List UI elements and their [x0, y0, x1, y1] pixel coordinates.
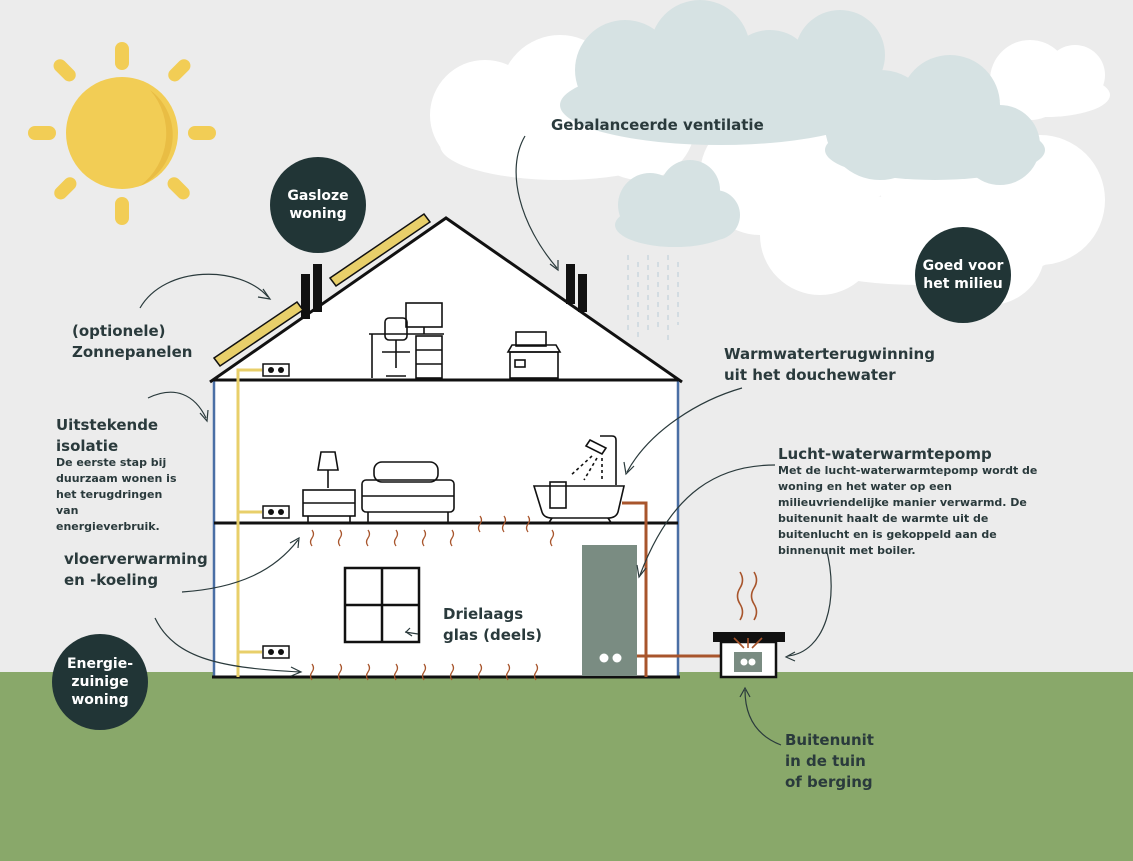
triple-glass-label: Drielaags glas (deels) [443, 604, 542, 646]
label-line: Gebalanceerde ventilatie [551, 116, 764, 134]
gasless-home-badge: Gasloze woning [270, 157, 366, 253]
ventilation-label: Gebalanceerde ventilatie [551, 115, 764, 136]
badge-text: Energie- [66, 656, 134, 672]
label-line: uit het douchewater [724, 366, 896, 384]
label-line: Uitstekende [56, 416, 159, 434]
label-line: glas (deels) [443, 626, 543, 644]
heat-recovery-label: Warmwaterterugwinning uit het douchewate… [724, 344, 935, 386]
label-line: Warmwaterterugwinning [724, 345, 935, 363]
label-line: (optionele) [72, 322, 166, 340]
badge-text: het milieu [923, 276, 1003, 292]
bed-icon [361, 461, 455, 522]
floor-heating-label: vloerverwarming en -koeling [64, 549, 208, 591]
desk-icon [369, 302, 444, 379]
heat-pump-label: Lucht-waterwarmtepomp [778, 444, 992, 465]
floor-heating [309, 515, 555, 681]
nightstand-lamp-icon [302, 451, 356, 522]
solar-panels-label: (optionele) Zonnepanelen [72, 321, 192, 363]
moving-box-icon [506, 331, 562, 379]
badge-text: Goed voor [922, 258, 1004, 274]
electric-cable [236, 368, 262, 677]
label-text: De eerste stap bij duurzaam wonen is het… [56, 456, 177, 533]
vent-pipes [301, 264, 587, 319]
heat-pump-description: Met de lucht-waterwarmtepomp wordt de wo… [778, 463, 1046, 559]
wall-socket-icon [262, 363, 290, 659]
outdoor-unit-label: Buitenunit in de tuin of berging [785, 730, 874, 793]
energy-efficient-badge: Energie-zuinige woning [52, 634, 148, 730]
insulation-description: De eerste stap bij duurzaam wonen is het… [56, 455, 184, 535]
label-line: Drielaags [443, 605, 524, 623]
label-line: Zonnepanelen [72, 343, 193, 361]
solar-panels [212, 212, 432, 368]
label-line: Buitenunit [785, 731, 874, 749]
label-line: en -koeling [64, 571, 159, 589]
label-line: Lucht-waterwarmtepomp [778, 445, 992, 463]
bathtub-shower-icon [532, 435, 626, 525]
label-line: in de tuin [785, 752, 866, 770]
badge-text: Gasloze [287, 188, 349, 204]
badge-text: woning [289, 206, 347, 222]
annotation-arrows [139, 135, 832, 746]
label-line: of berging [785, 773, 873, 791]
triple-glass-window [343, 566, 421, 644]
rain [627, 255, 679, 340]
label-text: Met de lucht-waterwarmtepomp wordt de wo… [778, 464, 1038, 557]
badge-text: zuinige [71, 674, 129, 690]
outdoor-unit [713, 571, 785, 679]
environment-badge: Goed voor het milieu [915, 227, 1011, 323]
grass [0, 672, 1133, 861]
water-pipes [622, 501, 734, 677]
label-line: vloerverwarming [64, 550, 208, 568]
label-line: isolatie [56, 437, 119, 455]
blue-clouds [560, 0, 1045, 247]
boiler-unit [582, 545, 637, 676]
insulation-label: Uitstekende isolatie [56, 415, 158, 457]
badge-text: woning [71, 692, 129, 708]
sun-icon [28, 42, 216, 225]
